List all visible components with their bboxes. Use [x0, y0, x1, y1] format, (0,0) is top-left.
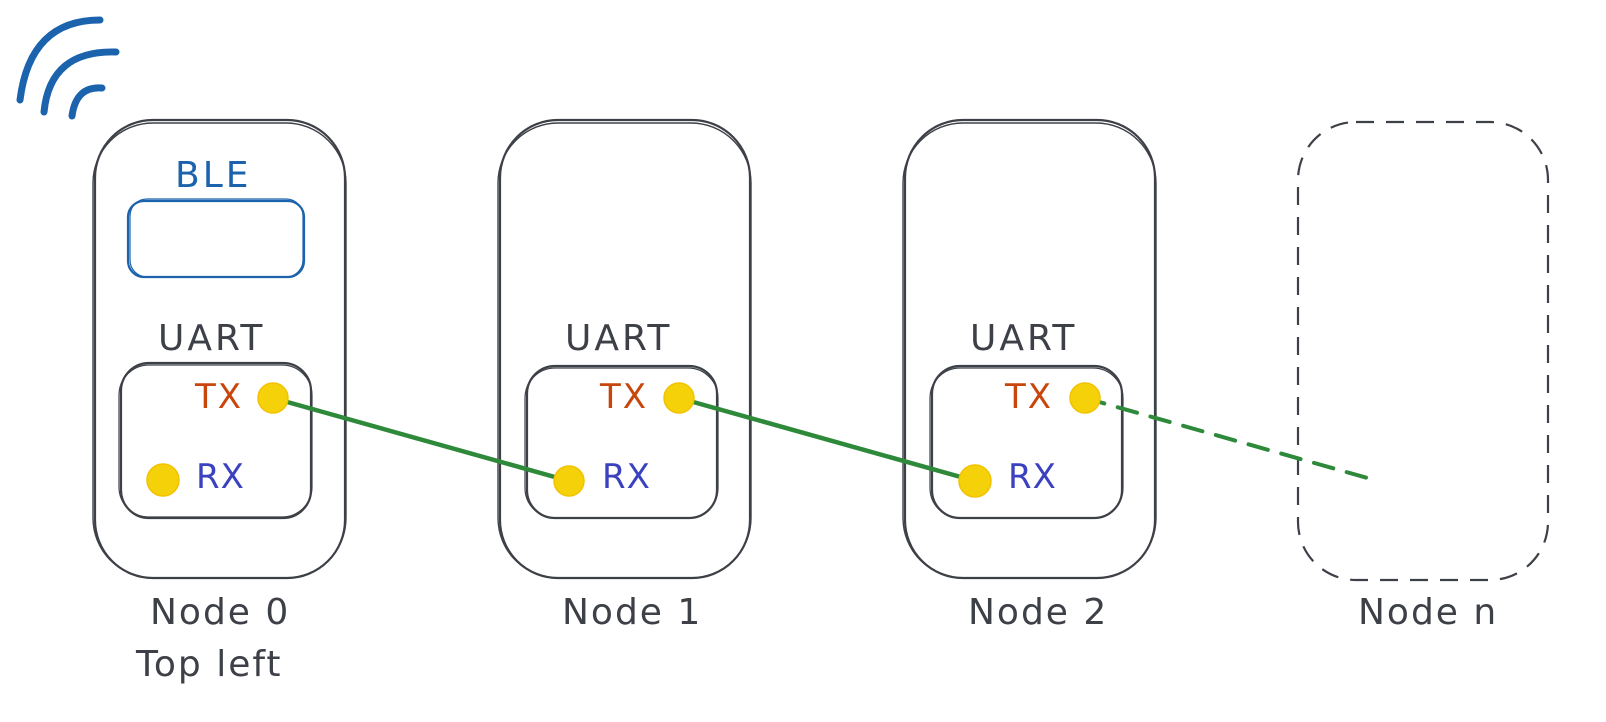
node-2-rx-label: RX — [1008, 457, 1057, 497]
node-0: BLE UART TX RX Node 0 Top left — [92, 118, 347, 685]
node-1: UART TX RX Node 1 — [497, 118, 752, 633]
wireless-signal-icon — [16, 16, 120, 120]
node-2-uart-label: UART — [970, 318, 1077, 359]
node-0-uart-box-sketch — [118, 364, 313, 518]
node-n: Node n — [1296, 120, 1550, 633]
node-1-tx-label: TX — [599, 377, 648, 417]
node-0-uart-box — [119, 361, 313, 520]
node-0-sub-label: Top left — [135, 644, 283, 685]
node-1-rx-pin — [553, 465, 585, 497]
node-1-rx-label: RX — [602, 457, 651, 497]
node-1-uart-label: UART — [565, 318, 672, 359]
ble-module-box — [126, 199, 306, 279]
node-n-body — [1296, 120, 1550, 582]
node-2: UART TX RX Node 2 — [902, 118, 1157, 633]
node-1-tx-pin — [663, 382, 695, 414]
node-1-body-sketch — [497, 122, 752, 579]
ble-label: BLE — [175, 155, 252, 196]
ble-module-box-sketch — [129, 198, 304, 278]
wire-node0-tx-to-node1-rx — [270, 395, 572, 484]
node-0-tx-pin — [257, 382, 289, 414]
node-0-body-sketch — [92, 122, 347, 579]
node-0-uart-label: UART — [158, 318, 265, 359]
node-2-body-sketch — [902, 122, 1157, 579]
node-2-uart-box-sketch — [929, 367, 1124, 519]
wire-node1-tx-to-node2-rx — [676, 395, 978, 484]
node-n-name-label: Node n — [1358, 592, 1498, 633]
node-2-name-label: Node 2 — [968, 592, 1108, 633]
node-2-tx-pin — [1069, 382, 1101, 414]
wire-node2-tx-to-node-n-dashed — [1083, 396, 1380, 483]
node-0-rx-pin — [146, 463, 180, 497]
node-0-tx-label: TX — [194, 377, 243, 417]
node-1-name-label: Node 1 — [562, 592, 702, 633]
node-2-tx-label: TX — [1004, 377, 1053, 417]
node-2-rx-pin — [958, 464, 992, 498]
node-0-rx-label: RX — [196, 457, 245, 497]
node-1-uart-box-sketch — [524, 367, 719, 519]
node-0-name-label: Node 0 — [150, 592, 290, 633]
pins — [146, 382, 1101, 498]
